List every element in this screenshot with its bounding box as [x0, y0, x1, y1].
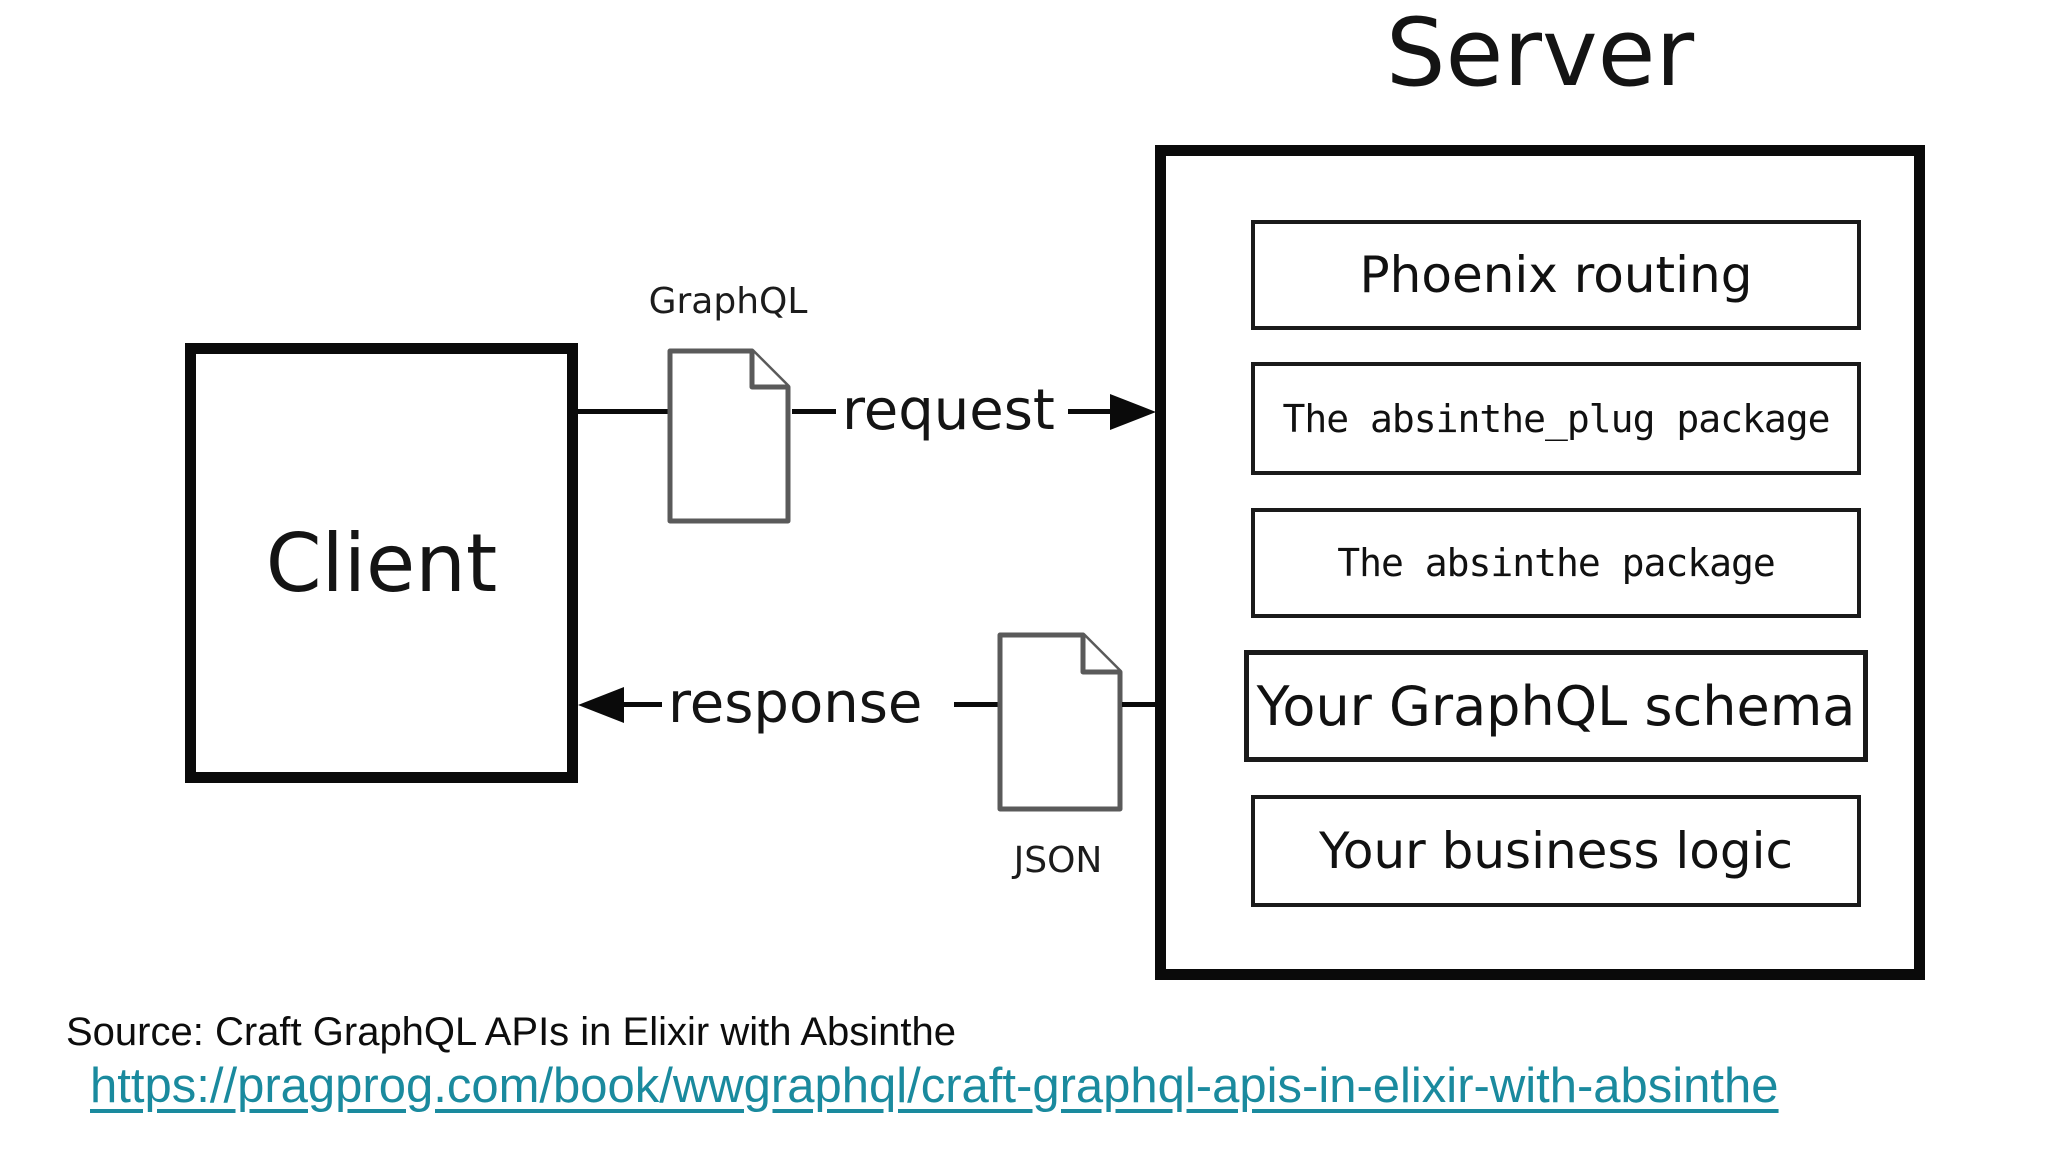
document-icon-json	[997, 632, 1123, 816]
response-connector-line	[1122, 702, 1156, 707]
client-label: Client	[265, 516, 498, 610]
source-text: Source: Craft GraphQL APIs in Elixir wit…	[66, 1010, 957, 1054]
server-layer-label: The absinthe_plug package	[1282, 396, 1831, 441]
server-layer-absinthe-package: The absinthe package	[1251, 508, 1861, 618]
request-connector-line	[578, 409, 668, 414]
response-arrowhead-icon	[578, 687, 624, 723]
server-layer-absinthe-plug-package: The absinthe_plug package	[1251, 362, 1861, 475]
request-arrow	[1068, 409, 1118, 414]
response-arrow	[620, 702, 662, 707]
server-layer-label: Phoenix routing	[1359, 246, 1753, 304]
server-box: Phoenix routing The absinthe_plug packag…	[1155, 145, 1925, 980]
response-label: response	[668, 671, 923, 736]
request-connector-line	[792, 409, 836, 414]
document-icon-graphql	[667, 348, 791, 528]
server-title: Server	[1385, 0, 1695, 108]
response-connector-line	[954, 702, 998, 707]
source-link[interactable]: https://pragprog.com/book/wwgraphql/craf…	[90, 1059, 1779, 1113]
server-layer-phoenix-routing: Phoenix routing	[1251, 220, 1861, 330]
graphql-doc-label: GraphQL	[648, 281, 808, 322]
json-doc-label: JSON	[1013, 840, 1103, 881]
server-layer-business-logic: Your business logic	[1251, 795, 1861, 907]
request-arrowhead-icon	[1110, 394, 1156, 430]
server-layer-label: Your GraphQL schema	[1256, 674, 1856, 738]
server-layer-label: The absinthe package	[1337, 541, 1776, 585]
server-layer-graphql-schema: Your GraphQL schema	[1244, 650, 1868, 762]
client-box: Client	[185, 343, 578, 783]
request-label: request	[842, 378, 1055, 443]
server-layer-label: Your business logic	[1318, 822, 1794, 880]
